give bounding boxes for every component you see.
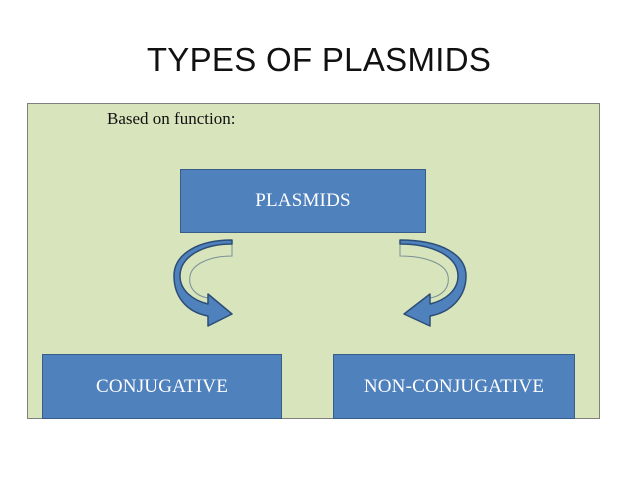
child-node-conjugative-label: CONJUGATIVE (95, 375, 229, 397)
curved-arrow-right-band (399, 240, 449, 299)
slide-title: TYPES OF PLASMIDS (146, 41, 492, 78)
child-node-non-conjugative-label: NON-CONJUGATIVE (363, 375, 545, 397)
curved-arrow-right-shape (399, 239, 467, 327)
root-node-label: PLASMIDS (255, 190, 351, 211)
root-node-plasmids: PLASMIDS (180, 169, 426, 233)
curved-arrow-right (399, 239, 467, 327)
curved-arrow-left-band (189, 240, 233, 299)
child-node-non-conjugative: NON-CONJUGATIVE (333, 354, 575, 419)
curved-arrow-left (173, 239, 233, 327)
child-node-conjugative: CONJUGATIVE (42, 354, 282, 419)
subtitle: Based on function: (107, 109, 236, 128)
curved-arrow-left-shape (173, 239, 233, 327)
